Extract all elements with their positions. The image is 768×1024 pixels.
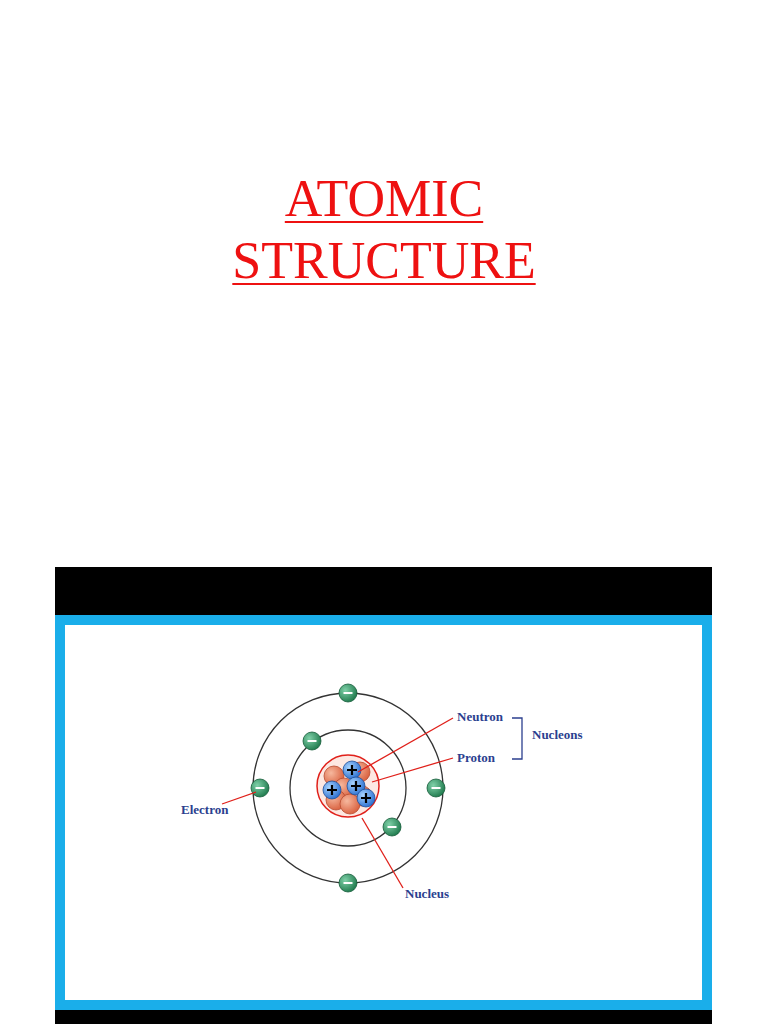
electron-label: Electron <box>181 802 228 818</box>
nucleus-label: Nucleus <box>405 886 449 902</box>
proton-label: Proton <box>457 750 495 766</box>
black-band-bottom <box>55 1010 712 1024</box>
neutron-label: Neutron <box>457 709 503 725</box>
black-band <box>55 567 712 617</box>
nucleons-bracket <box>512 718 522 759</box>
electrons <box>251 684 445 892</box>
nucleus-particles <box>323 761 375 814</box>
leader-lines <box>222 718 453 888</box>
nucleons-label: Nucleons <box>532 727 583 743</box>
nucleus-outline <box>317 755 379 817</box>
blue-frame <box>60 620 707 1005</box>
page-title: ATOMIC STRUCTURE <box>174 168 594 292</box>
orbits <box>253 693 443 883</box>
